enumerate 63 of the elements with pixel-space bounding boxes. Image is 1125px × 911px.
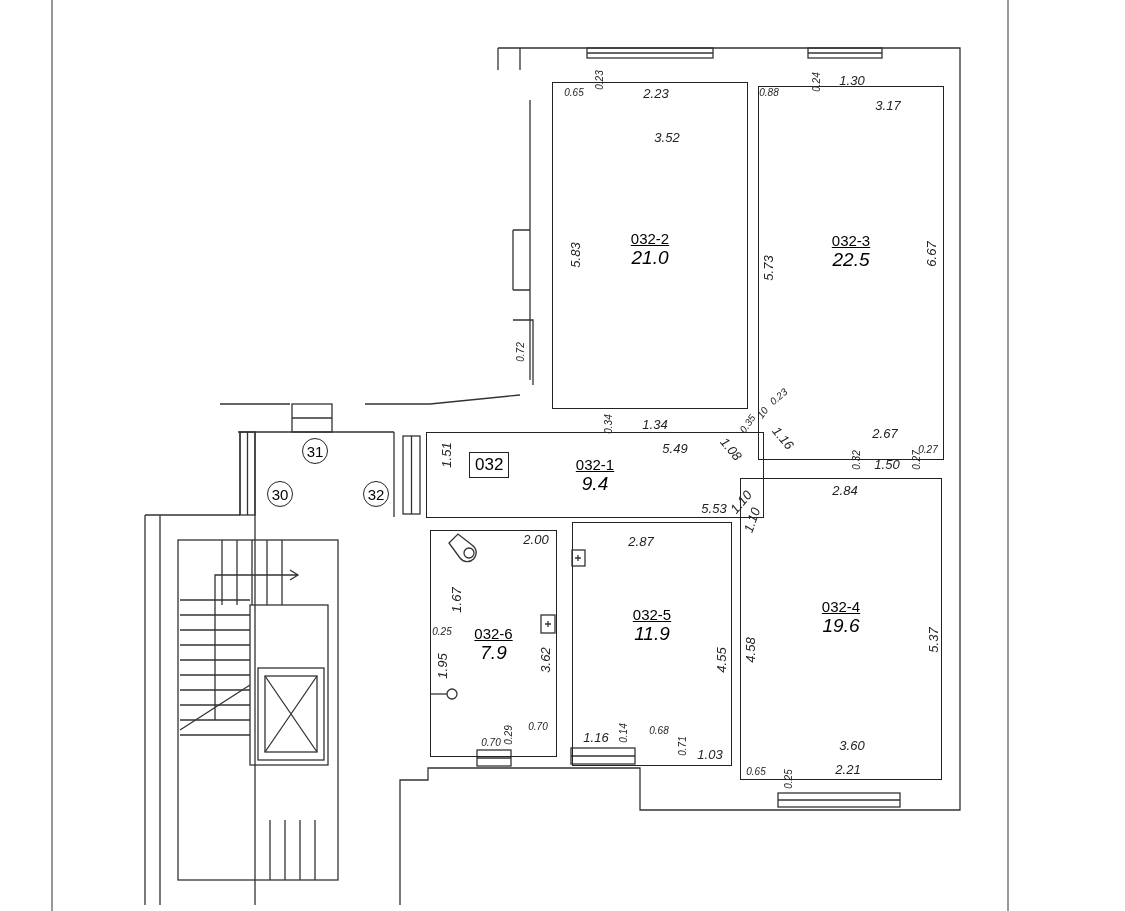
dimension-label: 3.60 xyxy=(839,738,865,752)
dimension-label: 1.67 xyxy=(449,587,463,613)
dimension-label: 0.72 xyxy=(516,342,526,362)
dimension-label: 0.14 xyxy=(619,723,629,743)
dimension-label: 3.62 xyxy=(538,647,552,673)
dimension-label: 5.53 xyxy=(701,501,727,515)
room-number: 032-4 xyxy=(821,599,861,614)
dimension-label: 0.23 xyxy=(595,70,605,90)
room-number: 032-1 xyxy=(575,457,615,472)
room-area: 21.0 xyxy=(631,248,669,267)
dimension-label: 6.67 xyxy=(924,241,938,267)
dimension-label: 2.21 xyxy=(835,762,861,776)
room-area: 11.9 xyxy=(634,624,670,643)
dimension-label: 2.84 xyxy=(832,483,858,497)
dimension-label: 0.65 xyxy=(564,88,584,98)
room-number: 032-5 xyxy=(632,607,672,622)
number-circle: 31 xyxy=(302,438,328,464)
dimension-label: 2.67 xyxy=(872,426,898,440)
dimension-label: 5.49 xyxy=(662,441,688,455)
room-outline xyxy=(572,522,732,766)
dimension-label: 4.55 xyxy=(714,647,728,673)
dimension-label: 0.25 xyxy=(784,769,794,789)
dimension-label: 0.68 xyxy=(649,726,669,736)
room-area: 7.9 xyxy=(480,643,507,662)
dimension-label: 4.58 xyxy=(743,637,757,663)
number-circle: 32 xyxy=(363,481,389,507)
dimension-label: 0.65 xyxy=(746,767,766,777)
dimension-label: 2.87 xyxy=(628,534,654,548)
room-number: 032-3 xyxy=(831,233,871,248)
dimension-label: 1.30 xyxy=(839,73,865,87)
dimension-label: 5.83 xyxy=(568,242,582,268)
dimension-label: 0.32 xyxy=(852,450,862,470)
dimension-label: 1.95 xyxy=(435,653,449,679)
dimension-label: 2.00 xyxy=(523,532,549,546)
room-number: 032-2 xyxy=(630,231,670,246)
number-circle: 30 xyxy=(267,481,293,507)
apartment-number: 032 xyxy=(469,452,510,478)
room-area: 22.5 xyxy=(832,250,870,269)
dimension-label: 0.88 xyxy=(759,88,779,98)
dimension-label: 10 xyxy=(755,405,771,421)
dimension-label: 0.71 xyxy=(678,736,688,756)
dimension-label: 1.08 xyxy=(717,435,745,463)
dimension-label: 0.25 xyxy=(432,627,452,637)
room-number: 032-6 xyxy=(474,626,513,641)
dimension-label: 5.73 xyxy=(761,255,775,281)
dimension-label: 0.70 xyxy=(528,722,548,732)
dimension-label: 1.16 xyxy=(769,424,797,452)
dimension-label: 3.52 xyxy=(654,130,680,144)
dimension-label: 1.03 xyxy=(697,747,723,761)
dimension-label: 1.50 xyxy=(874,457,900,471)
room-area: 19.6 xyxy=(822,616,860,635)
room-area: 9.4 xyxy=(581,474,609,493)
dimension-label: 1.16 xyxy=(583,730,609,744)
dimension-label: 0.70 xyxy=(481,738,501,748)
dimension-label: 0.23 xyxy=(768,386,790,408)
dimension-label: 2.23 xyxy=(643,86,669,100)
dimension-label: 5.37 xyxy=(926,627,940,653)
dimension-label: 0.29 xyxy=(504,725,514,745)
dimension-label: 3.17 xyxy=(875,98,901,112)
dimension-label: 1.34 xyxy=(642,417,668,431)
room-outline xyxy=(430,530,557,757)
dimension-label: 0.24 xyxy=(812,72,822,92)
dimension-label: 1.51 xyxy=(439,442,453,468)
